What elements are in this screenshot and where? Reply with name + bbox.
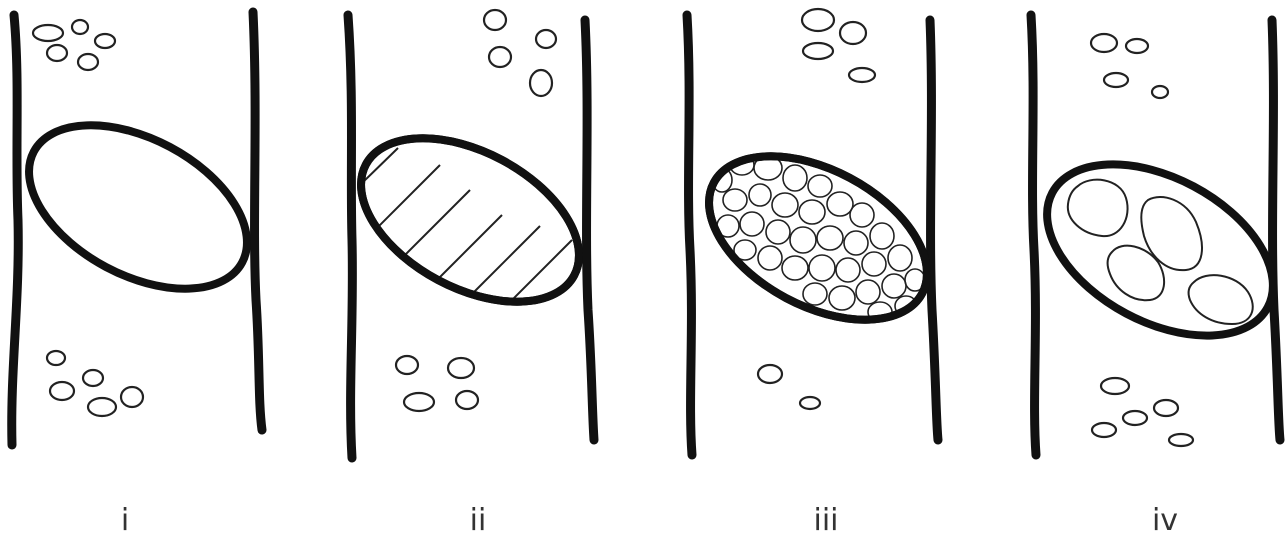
left-wall bbox=[12, 15, 19, 445]
left-wall bbox=[687, 15, 692, 455]
granule-cluster-top bbox=[484, 10, 556, 96]
panel-ii: ii bbox=[334, 10, 606, 536]
right-wall bbox=[585, 20, 594, 440]
left-wall bbox=[1031, 15, 1036, 455]
panel-label-i: i bbox=[121, 503, 129, 536]
oval-lesion bbox=[1018, 129, 1287, 371]
granule-cluster-top bbox=[1091, 34, 1168, 98]
panel-label-ii: ii bbox=[470, 503, 487, 536]
right-wall bbox=[930, 20, 938, 440]
granule-cluster-bottom bbox=[758, 365, 820, 409]
granule-cluster-bottom bbox=[396, 356, 478, 411]
right-wall bbox=[1272, 20, 1280, 440]
right-wall bbox=[253, 12, 262, 430]
panel-label-iii: iii bbox=[813, 503, 838, 536]
oval-lesion bbox=[2, 92, 274, 323]
panel-iv: iv bbox=[1018, 15, 1287, 536]
granule-cluster-bottom bbox=[47, 351, 143, 416]
granule-cluster-top bbox=[33, 20, 115, 70]
left-wall bbox=[348, 15, 352, 458]
panel-i: i bbox=[2, 12, 274, 536]
panel-label-iv: iv bbox=[1152, 503, 1178, 536]
panel-iii: iii bbox=[682, 9, 954, 536]
granule-cluster-top bbox=[802, 9, 875, 82]
granule-cluster-bottom bbox=[1092, 378, 1193, 446]
